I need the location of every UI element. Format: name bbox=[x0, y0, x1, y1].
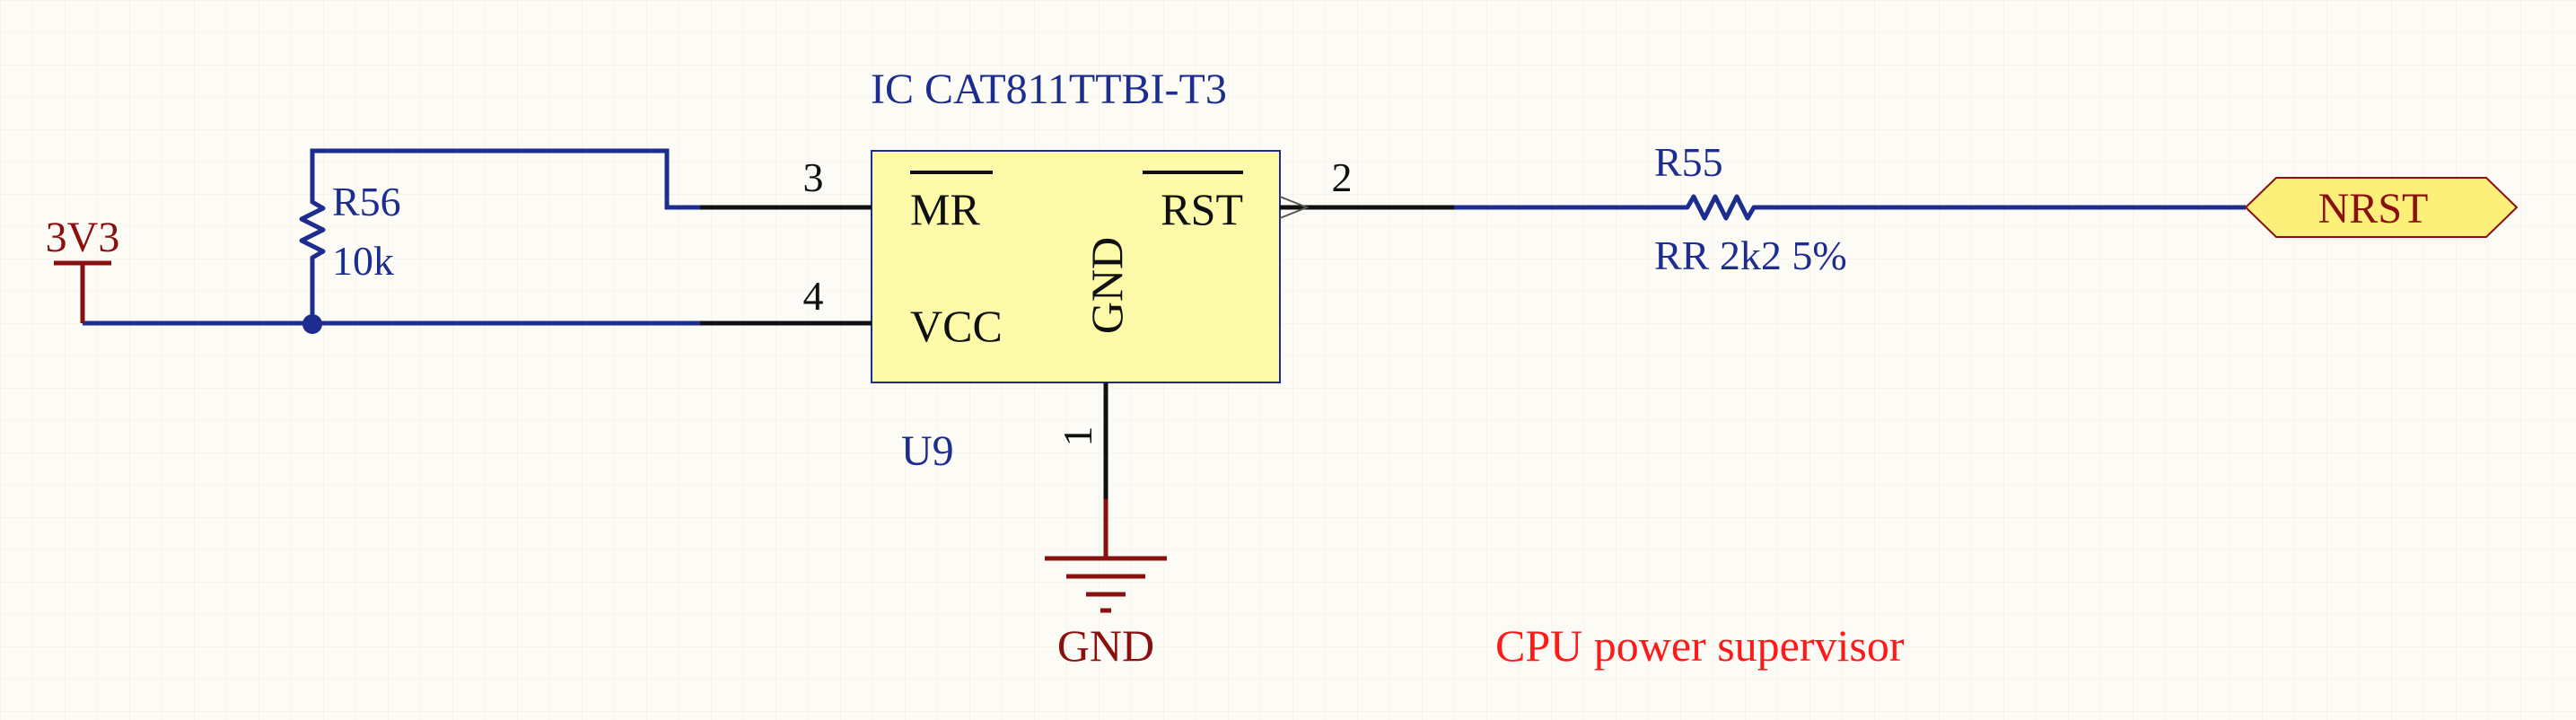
pin-number-2: 2 bbox=[1332, 154, 1353, 200]
pin-name-mr: MR bbox=[910, 184, 980, 234]
power-label-3v3: 3V3 bbox=[46, 214, 120, 261]
sheet-comment: CPU power supervisor bbox=[1495, 620, 1905, 671]
junction-dot bbox=[302, 314, 322, 334]
r56-designator: R56 bbox=[332, 179, 401, 224]
pin-name-gnd: GND bbox=[1082, 237, 1132, 334]
ic-designator: U9 bbox=[901, 427, 954, 475]
pin-name-rst: RST bbox=[1161, 184, 1243, 234]
ic-title: IC CAT811TTBI-T3 bbox=[871, 66, 1227, 113]
ic-body[interactable] bbox=[871, 150, 1281, 383]
pin-number-3: 3 bbox=[803, 154, 824, 200]
resistor-r56-icon[interactable] bbox=[299, 193, 326, 260]
r56-value: 10k bbox=[332, 238, 394, 284]
rst-output-marker-icon bbox=[1279, 196, 1310, 219]
ground-label: GND bbox=[1057, 620, 1154, 671]
wires bbox=[83, 148, 2246, 326]
nrst-port-icon[interactable] bbox=[2244, 177, 2519, 238]
ground-symbol-icon[interactable] bbox=[1045, 499, 1167, 613]
pin-number-1: 1 bbox=[1055, 426, 1100, 447]
r55-value: RR 2k2 5% bbox=[1654, 233, 1847, 278]
wire-mr-loop[interactable] bbox=[310, 148, 700, 210]
r55-designator: R55 bbox=[1654, 139, 1723, 185]
pin-number-4: 4 bbox=[803, 273, 824, 319]
nrst-port-label: NRST bbox=[2318, 185, 2429, 233]
pin-name-vcc: VCC bbox=[910, 301, 1003, 351]
resistor-r55-icon[interactable] bbox=[1632, 194, 1801, 221]
